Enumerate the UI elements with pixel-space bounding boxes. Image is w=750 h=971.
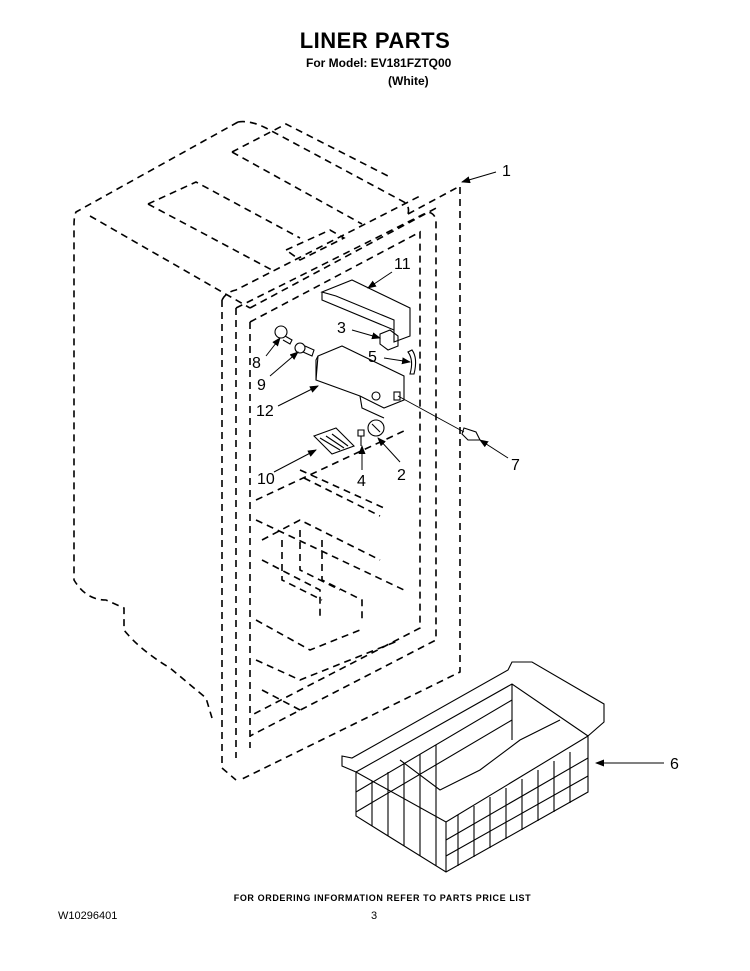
- wire-connector-part: [407, 349, 417, 375]
- callout-1: 1: [502, 163, 511, 180]
- callout-3: 3: [337, 320, 346, 337]
- wire-basket-part: [341, 661, 605, 873]
- callout-6: 6: [670, 756, 679, 773]
- callout-10: 10: [257, 471, 275, 488]
- callout-9: 9: [257, 377, 266, 394]
- light-lens-part: [313, 427, 355, 455]
- callout-11: 11: [394, 256, 411, 273]
- freezer-cabinet-liner: [73, 120, 461, 781]
- page-title: LINER PARTS: [299, 28, 451, 53]
- callout-4: 4: [357, 473, 366, 490]
- leader-lines: [265, 171, 664, 767]
- model-number: For Model: EV181FZTQ00: [306, 56, 452, 70]
- light-bulb-part: [274, 325, 293, 345]
- callout-8: 8: [252, 355, 261, 372]
- bulb-socket-part: [294, 342, 315, 357]
- page-number: 3: [371, 910, 378, 922]
- screw-part: [357, 429, 365, 446]
- light-shield-part: [320, 279, 411, 343]
- document-number: W10296401: [58, 910, 118, 922]
- connector-part: [397, 395, 481, 441]
- callout-12: 12: [256, 403, 274, 420]
- model-color: (White): [388, 74, 429, 88]
- callout-7: 7: [511, 457, 520, 474]
- light-switch-part: [379, 329, 399, 351]
- callout-5: 5: [368, 349, 377, 366]
- callout-2: 2: [397, 467, 406, 484]
- control-knob-part: [367, 419, 385, 437]
- ordering-note: FOR ORDERING INFORMATION REFER TO PARTS …: [233, 893, 532, 903]
- light-housing-part: [315, 345, 405, 419]
